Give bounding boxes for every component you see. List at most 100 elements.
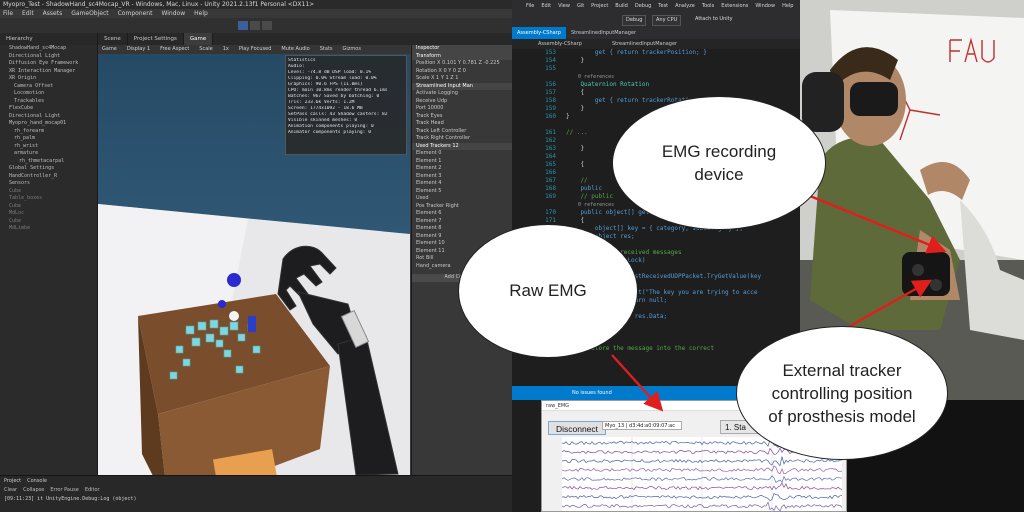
stats-toggle[interactable]: Stats bbox=[319, 46, 333, 52]
vs-menu-item[interactable]: Debug bbox=[634, 3, 652, 9]
vs-menu-item[interactable]: Test bbox=[658, 3, 669, 9]
hierarchy-item[interactable]: Camera Offset bbox=[14, 82, 54, 89]
hierarchy-item[interactable]: Diffusion Eye Framework bbox=[9, 60, 79, 66]
code-line[interactable]: 161// ... bbox=[512, 129, 800, 137]
vs-menu-item[interactable]: View bbox=[558, 3, 570, 9]
vs-menu-item[interactable]: Project bbox=[591, 3, 609, 9]
code-line[interactable]: 153 get { return trackerPosition; } bbox=[512, 49, 800, 57]
vs-menu-item[interactable]: Edit bbox=[541, 3, 552, 9]
inspector-row[interactable]: Track Right Controller bbox=[416, 135, 471, 141]
tab-project-settings[interactable]: Project Settings bbox=[128, 33, 184, 45]
hierarchy-item[interactable]: Table_boxes bbox=[9, 195, 43, 201]
breadcrumb-class[interactable]: StreamlinedInputManager bbox=[611, 41, 678, 47]
menu-help[interactable]: Help bbox=[194, 10, 208, 17]
hierarchy-item[interactable]: Trackables bbox=[14, 97, 45, 104]
code-line[interactable]: 164 bbox=[512, 153, 800, 161]
play-icon[interactable] bbox=[238, 21, 248, 30]
hierarchy-item[interactable]: Cube bbox=[9, 217, 22, 224]
vs-menu-item[interactable]: Help bbox=[782, 3, 794, 9]
vs-menu-item[interactable]: File bbox=[526, 3, 535, 9]
display-select[interactable]: Display 1 bbox=[126, 46, 151, 52]
tab-hierarchy[interactable]: Hierarchy bbox=[0, 33, 98, 45]
code-line[interactable]: 162 bbox=[512, 137, 800, 145]
issues-status[interactable]: No issues found bbox=[572, 390, 612, 396]
menu-file[interactable]: File bbox=[3, 10, 14, 17]
pause-icon[interactable] bbox=[250, 21, 260, 30]
tab-assembly-csharp[interactable]: Assembly-CSharp bbox=[512, 27, 566, 39]
config-select[interactable]: Debug bbox=[622, 15, 647, 26]
inspector-row[interactable]: Element 3 bbox=[416, 172, 442, 179]
menu-window[interactable]: Window bbox=[161, 10, 186, 17]
inspector-row[interactable]: Element 6 bbox=[416, 210, 442, 216]
inspector-row[interactable]: Track Head bbox=[416, 120, 444, 126]
hierarchy-item[interactable]: Directional Light bbox=[9, 52, 61, 59]
hierarchy-item[interactable]: XR Origin bbox=[9, 75, 37, 81]
collapse-button[interactable]: Collapse bbox=[23, 487, 45, 493]
hierarchy-item[interactable]: MdLoc bbox=[9, 210, 25, 216]
hierarchy-item[interactable]: armature bbox=[14, 150, 39, 156]
inspector-row[interactable]: Rotation X 0 Y 0 Z 0 bbox=[416, 67, 466, 74]
code-line[interactable]: 154 } bbox=[512, 57, 800, 65]
inspector-row[interactable]: Element 10 bbox=[416, 240, 445, 246]
inspector-row[interactable]: Track Left Controller bbox=[416, 127, 467, 134]
code-line[interactable]: 165 { bbox=[512, 161, 800, 169]
inspector-row[interactable]: Streamlined Input Man bbox=[412, 82, 512, 90]
vs-menu-item[interactable]: Analyze bbox=[675, 3, 695, 9]
code-line[interactable]: 155 bbox=[512, 65, 800, 73]
scale-value[interactable]: 1x bbox=[222, 46, 229, 52]
aspect-select[interactable]: Free Aspect bbox=[160, 46, 190, 52]
inspector-row[interactable]: Element 2 bbox=[416, 165, 442, 171]
code-line[interactable]: 167 // bbox=[512, 177, 800, 185]
clear-button[interactable]: Clear bbox=[4, 487, 18, 493]
hierarchy-item[interactable]: HandController_R bbox=[9, 172, 58, 179]
inspector-row[interactable]: Scale X 1 Y 1 Z 1 bbox=[416, 75, 459, 81]
inspector-row[interactable]: Element 4 bbox=[416, 180, 442, 186]
platform-select[interactable]: Any CPU bbox=[652, 15, 682, 26]
hierarchy-item[interactable]: Sensors bbox=[9, 180, 31, 186]
inspector-row[interactable]: Transform bbox=[412, 52, 512, 60]
hierarchy-item[interactable]: Locomotion bbox=[14, 90, 45, 96]
disconnect-button[interactable]: Disconnect bbox=[548, 421, 606, 435]
breadcrumb-project[interactable]: Assembly-CSharp bbox=[538, 41, 582, 47]
inspector-row[interactable]: Port 10000 bbox=[416, 105, 444, 111]
play-focused-select[interactable]: Play Focused bbox=[238, 46, 272, 52]
menu-edit[interactable]: Edit bbox=[22, 10, 34, 17]
menu-component[interactable]: Component bbox=[117, 10, 153, 17]
code-line[interactable]: 169 // public bbox=[512, 193, 800, 201]
code-line[interactable]: 166 bbox=[512, 169, 800, 177]
inspector-row[interactable]: Position X 0.101 Y 0.781 Z -0.225 bbox=[416, 60, 500, 66]
error-pause-button[interactable]: Error Pause bbox=[50, 487, 79, 493]
inspector-row[interactable]: Element 11 bbox=[416, 247, 445, 254]
hierarchy-item[interactable]: XR Interaction Manager bbox=[9, 67, 76, 74]
code-line[interactable]: 163 } bbox=[512, 145, 800, 153]
hierarchy-item[interactable]: rh_wrist bbox=[14, 142, 39, 149]
code-line[interactable]: 159 } bbox=[512, 105, 800, 113]
menu-assets[interactable]: Assets bbox=[42, 10, 63, 17]
inspector-row[interactable]: Element 0 bbox=[416, 150, 442, 156]
step-icon[interactable] bbox=[262, 21, 272, 30]
hierarchy-item[interactable]: ShadowHand_sc4Mocap bbox=[9, 45, 67, 51]
vs-menu-item[interactable]: Build bbox=[615, 3, 628, 9]
attach-unity-button[interactable]: Attach to Unity bbox=[695, 16, 733, 22]
inspector-row[interactable]: Element 9 bbox=[416, 232, 442, 239]
code-line[interactable]: 168 public bbox=[512, 185, 800, 193]
code-line[interactable]: 160} bbox=[512, 113, 800, 121]
inspector-row[interactable]: Receive Udp bbox=[416, 97, 448, 104]
hierarchy-item[interactable]: Directional Light bbox=[9, 112, 61, 119]
hierarchy-item[interactable]: FlexCube bbox=[9, 105, 34, 111]
tab-game[interactable]: Game bbox=[183, 33, 214, 45]
vs-menu-item[interactable]: Git bbox=[576, 3, 585, 9]
console-log-line[interactable]: [09:11:23] it UnityEngine.Debug:Log (obj… bbox=[4, 496, 137, 502]
hierarchy-item[interactable]: rh_palm bbox=[14, 135, 36, 141]
editor-button[interactable]: Editor bbox=[84, 487, 100, 493]
tab-console[interactable]: Console bbox=[27, 478, 47, 484]
code-line[interactable]: 0 references bbox=[512, 73, 800, 81]
inspector-row[interactable]: Element 1 bbox=[416, 157, 442, 164]
vs-menu-item[interactable]: Extensions bbox=[721, 3, 749, 9]
gizmos-toggle[interactable]: Gizmos bbox=[342, 46, 361, 52]
hierarchy-item[interactable]: Global Settings bbox=[9, 165, 55, 171]
hierarchy-item[interactable]: rh_thmetacarpal bbox=[19, 157, 65, 164]
tab-project[interactable]: Project bbox=[4, 478, 22, 484]
tab-scene[interactable]: Scene bbox=[98, 33, 128, 45]
vs-menu-item[interactable]: Window bbox=[755, 3, 776, 9]
